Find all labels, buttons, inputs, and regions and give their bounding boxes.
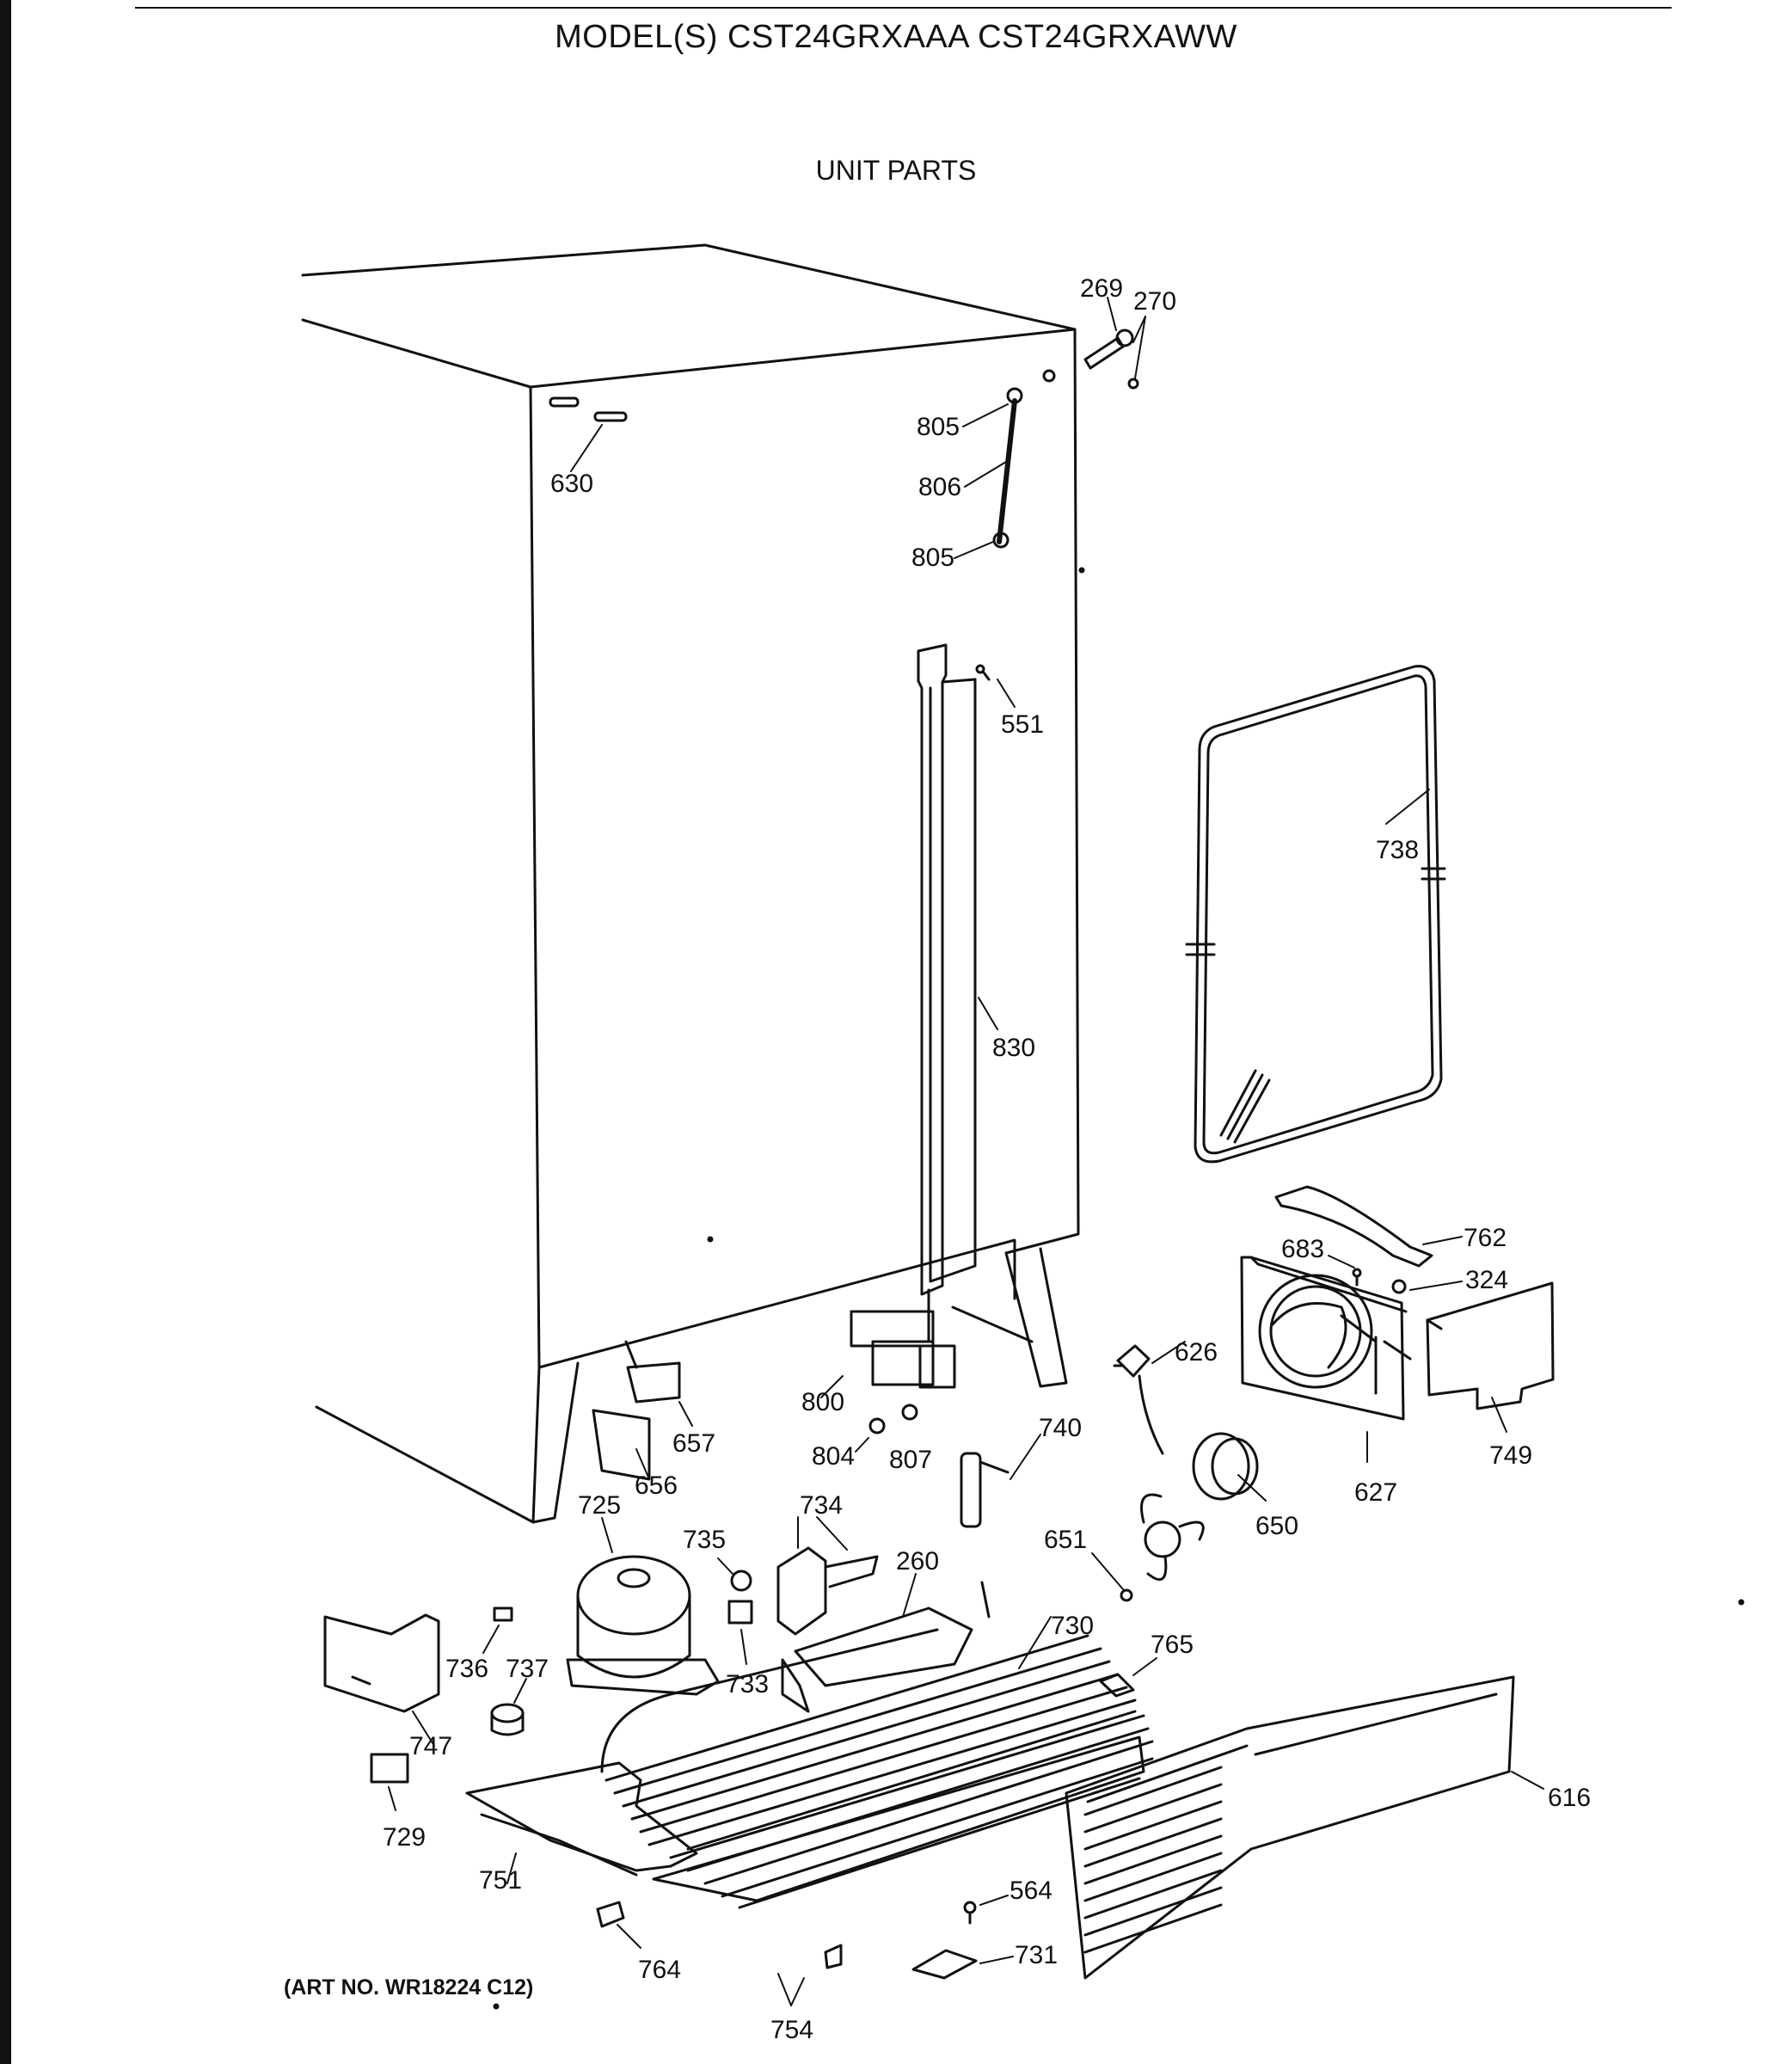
grommet-737 [490, 1678, 527, 1736]
callout-751: 751 [479, 1866, 522, 1895]
callout-749: 749 [1489, 1441, 1532, 1470]
cabinet [301, 243, 1080, 1524]
screw-551 [975, 664, 1016, 708]
callout-754: 754 [770, 2016, 813, 2044]
clip-736 [482, 1606, 513, 1654]
callout-733: 733 [726, 1670, 769, 1698]
base-pan-751 [465, 1761, 698, 1884]
callout-730: 730 [1051, 1612, 1094, 1640]
bracket-731 [911, 1949, 1014, 1980]
callout-734: 734 [800, 1491, 843, 1520]
nut-807 [901, 1404, 918, 1421]
callout-747: 747 [409, 1732, 452, 1760]
callout-269: 269 [1080, 274, 1123, 303]
callout-324: 324 [1465, 1266, 1508, 1294]
callout-806: 806 [918, 473, 961, 501]
callout-736: 736 [445, 1655, 488, 1683]
callout-656: 656 [635, 1471, 678, 1500]
cover-747 [323, 1613, 440, 1747]
callout-725: 725 [578, 1491, 621, 1520]
relay-733 [727, 1600, 753, 1665]
callout-807: 807 [889, 1446, 932, 1474]
clip-764 [596, 1901, 641, 1949]
top-rule [135, 7, 1672, 9]
section-title: UNIT PARTS [815, 155, 977, 186]
callout-260: 260 [896, 1547, 939, 1576]
callout-738: 738 [1376, 836, 1419, 864]
callout-616: 616 [1548, 1784, 1591, 1812]
water-tube-806 [954, 387, 1023, 559]
callout-804: 804 [812, 1442, 855, 1471]
art-number: (ART NO. WR18224 C12) [284, 1975, 534, 2000]
fan-shroud-627 [1240, 1256, 1412, 1463]
bracket-269 [1083, 297, 1146, 390]
callout-651: 651 [1044, 1526, 1087, 1554]
nut-804 [855, 1417, 886, 1453]
model-title: MODEL(S) CST24GRXAAA CST24GRXAWW [555, 19, 1237, 55]
callout-729: 729 [383, 1823, 426, 1852]
callout-683: 683 [1281, 1235, 1324, 1263]
callout-731: 731 [1015, 1941, 1058, 1969]
callout-657: 657 [672, 1429, 715, 1458]
callout-762: 762 [1464, 1224, 1507, 1252]
callout-270: 270 [1133, 287, 1176, 316]
clip-765 [1099, 1657, 1157, 1698]
thermostat-740 [960, 1434, 1041, 1528]
part-callouts: 269 270 630 805 806 805 551 738 830 762 … [383, 274, 1591, 2044]
callout-800: 800 [801, 1388, 844, 1416]
cover-749 [1426, 1281, 1555, 1433]
callout-650: 650 [1255, 1512, 1298, 1540]
callout-737: 737 [506, 1655, 549, 1683]
screw-683 [1328, 1255, 1362, 1287]
callout-740: 740 [1039, 1414, 1082, 1442]
water-valve-800 [820, 1288, 956, 1398]
scan-edge-bar [0, 0, 11, 2064]
bottom-plate-754 [652, 1735, 1145, 2006]
cord-plug-626 [1113, 1341, 1186, 1455]
condenser-coil-730 [600, 1581, 1154, 1909]
callout-764: 764 [638, 1956, 681, 1984]
fastener-324 [1391, 1279, 1463, 1294]
grommet-735 [717, 1557, 752, 1592]
callout-830: 830 [992, 1034, 1035, 1062]
mullion-bar-830 [917, 643, 998, 1296]
callout-627: 627 [1354, 1478, 1397, 1507]
callout-805-bottom: 805 [911, 544, 954, 572]
grille-616 [1065, 1675, 1544, 1980]
fan-blade-651 [1091, 1493, 1205, 1602]
screw-564 [963, 1895, 1009, 1925]
overload-734 [776, 1516, 879, 1636]
connector-729 [370, 1753, 409, 1811]
callout-626: 626 [1175, 1338, 1218, 1367]
callout-630: 630 [550, 470, 593, 498]
condenser-loop-738 [1185, 665, 1446, 1164]
callout-564: 564 [1010, 1877, 1052, 1905]
callout-551: 551 [1001, 710, 1044, 739]
callout-805-top: 805 [917, 413, 960, 441]
callout-765: 765 [1151, 1631, 1194, 1659]
compressor-725 [566, 1517, 720, 1696]
callout-735: 735 [683, 1526, 726, 1554]
bracket-656 [592, 1409, 651, 1481]
drain-pan-260 [781, 1573, 973, 1713]
fan-motor-650 [1192, 1432, 1267, 1502]
strip-762 [1274, 1185, 1463, 1268]
bracket-657 [624, 1340, 693, 1427]
